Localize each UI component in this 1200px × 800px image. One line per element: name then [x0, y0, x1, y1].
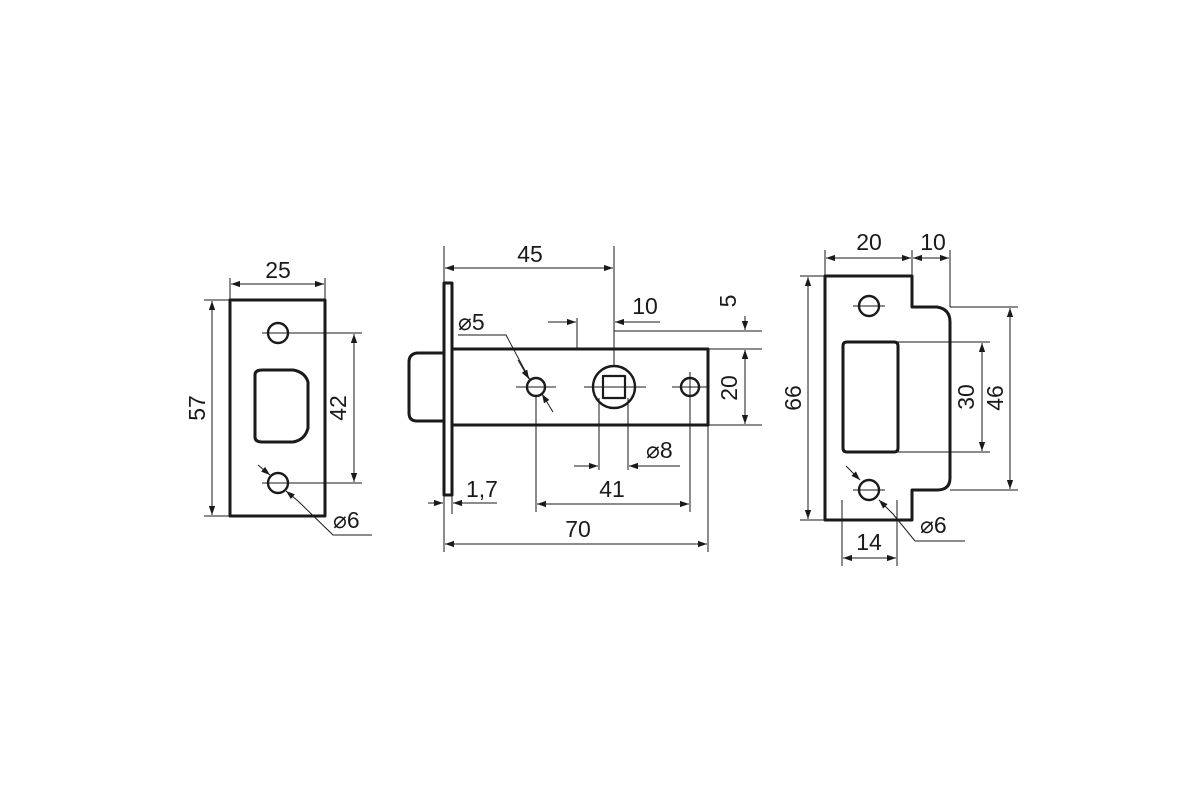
keeper-plate-width-label: 20: [856, 229, 882, 255]
strike-plate-view: 25 57 42 ⌀6: [184, 257, 372, 536]
latch-spindle-width-label: 10: [632, 293, 658, 319]
strike-plate-width-label: 25: [265, 257, 291, 283]
strike-plate-hole-spacing-label: 42: [325, 395, 351, 421]
latch-hole-spacing-label: 41: [599, 476, 625, 502]
latch-bolt: [407, 351, 446, 423]
latch-body-height-label: 20: [716, 375, 742, 401]
latch-offset-label: 5: [715, 295, 741, 308]
latch-body: [450, 347, 710, 427]
latch-spindle-diameter-label: ⌀8: [646, 437, 673, 463]
keeper-plate-hole-offset-label: 14: [856, 529, 882, 555]
keeper-plate-view: 20 10 66 30 46 14 ⌀6: [780, 229, 1018, 566]
keeper-plate-hole-diameter-label: ⌀6: [920, 512, 947, 538]
latch-faceplate-thickness-label: 1,7: [466, 476, 498, 502]
keeper-plate-lip-height-label: 46: [982, 385, 1008, 411]
strike-plate-latch-window: [253, 368, 310, 444]
strike-plate-outline: [228, 298, 327, 518]
latch-total-length-label: 70: [565, 516, 591, 542]
latch-hole-diameter-label: ⌀5: [458, 309, 485, 335]
keeper-plate-opening: [841, 340, 900, 454]
keeper-plate-height-label: 66: [780, 385, 806, 411]
latch-backset-label: 45: [517, 241, 543, 267]
keeper-plate-lip-width-label: 10: [920, 229, 946, 255]
latch-body-view: 45 10 5 20 ⌀8 ⌀5 1,7: [407, 241, 762, 552]
strike-plate-hole-diameter-label: ⌀6: [333, 507, 360, 533]
keeper-plate-outline: [823, 274, 952, 522]
keeper-plate-opening-height-label: 30: [953, 384, 979, 410]
strike-plate-height-label: 57: [184, 395, 210, 421]
